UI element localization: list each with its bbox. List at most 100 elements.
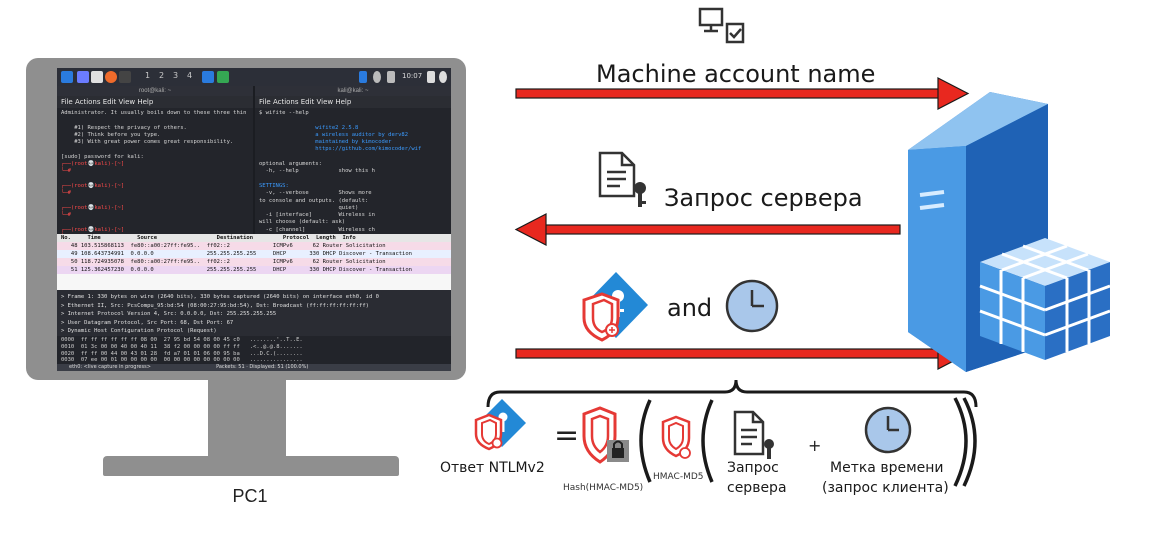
terminal-line: $ wifite --help [259, 110, 309, 116]
terminal-line: to console and outputs. (default: [259, 197, 369, 204]
packet-details[interactable]: > Frame 1: 330 bytes on wire (2640 bits)… [57, 290, 451, 336]
close-paren-outer [962, 397, 977, 487]
packet-row[interactable]: 48 103.515868113 fe80::a00:27ff:fe95.. f… [57, 242, 451, 250]
plus-sign: + [808, 436, 822, 455]
packet-detail-line: > Internet Protocol Version 4, Src: 0.0.… [61, 311, 277, 317]
formula-clock-icon [864, 406, 912, 454]
packet-detail-line: > Ethernet II, Src: PcsCompu_95:bd:54 (0… [61, 302, 369, 309]
files-icon[interactable] [91, 71, 103, 83]
packet-detail-line: > User Datagram Protocol, Src Port: 68, … [61, 319, 234, 326]
brace [486, 379, 978, 408]
desktop-icon[interactable] [77, 71, 89, 83]
monitor: 1 2 3 4 10:07 root@kali: ~ File Actions … [26, 58, 466, 380]
terminal-root[interactable]: root@kali: ~ File Actions Edit View Help… [57, 86, 253, 234]
terminal-line: maintained by kimocoder [259, 139, 392, 146]
workspace-3[interactable]: 3 [173, 71, 179, 80]
machine-account-icon [698, 7, 745, 44]
network-icon[interactable] [359, 71, 367, 83]
terminal-line: Administrator. It usually boils down to … [61, 110, 247, 116]
ntlm-response-icon [582, 272, 648, 342]
kali-menu-icon[interactable] [61, 71, 73, 83]
terminal-line: a wireless auditor by derv82 [259, 131, 409, 138]
server-request-document-icon [598, 151, 646, 207]
packet-bytes-text: 0000 ff ff ff ff ff ff 08 00 27 95 bd 54… [57, 336, 451, 365]
and-label: and [667, 294, 713, 322]
terminal-line: ┌──(root💀kali)-[~] [61, 161, 125, 168]
terminal-output: $ wifite --help wifite2 2.5.8 a wireless… [255, 108, 451, 234]
terminal-line: -v, --verbose Shows more [259, 190, 372, 197]
arrow-to-server-bottom [515, 337, 970, 370]
taskbar-clock: 10:07 [402, 72, 423, 80]
terminal-line: └─# [61, 212, 71, 219]
terminal-line: -c [channel] Wireless ch [259, 226, 375, 233]
terminal-line: └─# [61, 168, 71, 175]
terminal-line: #3) With great power comes great respons… [61, 139, 234, 146]
hash-shield-lock-icon [582, 406, 629, 464]
terminal-line: ┌──(root💀kali)-[~] [61, 182, 125, 189]
workspace-4[interactable]: 4 [187, 71, 193, 80]
terminal-line: SETTINGS: [259, 182, 289, 189]
equals-sign: = [554, 418, 580, 453]
packet-detail-line: > Dynamic Host Configuration Protocol (R… [61, 328, 217, 334]
app-task-icon[interactable] [217, 71, 229, 83]
terminal-menu[interactable]: File Actions Edit View Help [255, 96, 451, 108]
timestamp-line2: (запрос клиента) [822, 480, 949, 496]
packet-bytes-line: 0020 ff ff 00 44 00 43 01 28 fd a7 01 01… [61, 350, 303, 357]
packet-list-header: No. Time Source Destination Protocol Len… [57, 234, 451, 242]
terminal-output: Administrator. It usually boils down to … [57, 108, 253, 234]
packet-list[interactable]: No. Time Source Destination Protocol Len… [57, 234, 451, 290]
lock-icon[interactable] [427, 71, 435, 83]
database-cube-icon [979, 238, 1111, 360]
packet-row[interactable]: 49 108.643734991 0.0.0.0 255.255.255.255… [57, 250, 451, 258]
machine-account-label: Machine account name [596, 60, 876, 88]
terminal-line: -h, --help show this h [259, 168, 375, 175]
packet-bytes[interactable]: 0000 ff ff ff ff ff ff 08 00 27 95 bd 54… [57, 336, 451, 364]
terminal-line: └─# [61, 190, 71, 197]
terminal-line: ┌──(root💀kali)-[~] [61, 204, 125, 211]
formula-document-icon [733, 410, 774, 459]
packet-row[interactable]: 50 118.724935078 fe80::a00:27ff:fe95.. f… [57, 258, 451, 266]
hmac-label: HMAC-MD5 [653, 472, 704, 482]
workspace-2[interactable]: 2 [159, 71, 165, 80]
terminal-line: https://github.com/kimocoder/wif [259, 146, 422, 153]
arrow-to-client-middle [514, 213, 901, 246]
power-icon[interactable] [439, 71, 447, 83]
formula-ntlm-icon [474, 399, 526, 451]
open-paren-inner [701, 399, 714, 483]
hash-label: Hash(HMAC-MD5) [563, 483, 644, 493]
volume-icon[interactable] [373, 71, 381, 83]
terminal-line: #1) Respect the privacy of others. [61, 124, 187, 131]
terminal-line: will choose (default: ask) [259, 219, 346, 226]
terminal-line: wifite2 2.5.8 [259, 124, 359, 131]
open-paren-outer [639, 399, 652, 483]
packet-bytes-line: 0030 07 ee 00 01 00 00 00 00 00 00 00 00… [61, 357, 303, 364]
workspace-1[interactable]: 1 [145, 71, 151, 80]
clock-icon [725, 279, 779, 333]
terminal-line: optional arguments: [259, 161, 322, 168]
pc-label: PC1 [232, 486, 268, 506]
packet-row[interactable]: 51 125.362457230 0.0.0.0 255.255.255.255… [57, 266, 451, 274]
kali-taskbar: 1 2 3 4 10:07 [57, 68, 451, 86]
close-paren-inner [953, 397, 968, 487]
packet-details-text: > Frame 1: 330 bytes on wire (2640 bits)… [57, 290, 451, 339]
firefox-icon[interactable] [105, 71, 117, 83]
packet-bytes-line: 0000 ff ff ff ff ff ff 08 00 27 95 bd 54… [61, 337, 303, 343]
formula-request-line1: Запрос [727, 460, 779, 476]
status-bar: eth0: <live capture in progress> Packets… [57, 364, 451, 371]
packet-bytes-line: 0010 01 3c 00 00 40 00 40 11 38 f2 00 00… [61, 343, 303, 350]
terminal-icon[interactable] [119, 71, 131, 83]
arrow-to-server-top [515, 77, 970, 110]
notification-icon[interactable] [387, 71, 395, 83]
terminal-title: root@kali: ~ [57, 86, 253, 96]
hmac-shield-icon [661, 415, 691, 459]
terminal-kali[interactable]: kali@kali: ~ File Actions Edit View Help… [255, 86, 451, 234]
formula-request-line2: сервера [727, 480, 787, 496]
monitor-base [103, 456, 399, 476]
timestamp-line1: Метка времени [830, 460, 944, 476]
terminal-menu[interactable]: File Actions Edit View Help [57, 96, 253, 108]
wireshark-task-icon[interactable] [202, 71, 214, 83]
monitor-screen: 1 2 3 4 10:07 root@kali: ~ File Actions … [57, 68, 451, 371]
terminal-line: #2) Think before you type. [61, 131, 161, 138]
terminal-line: quiet) [259, 204, 359, 211]
